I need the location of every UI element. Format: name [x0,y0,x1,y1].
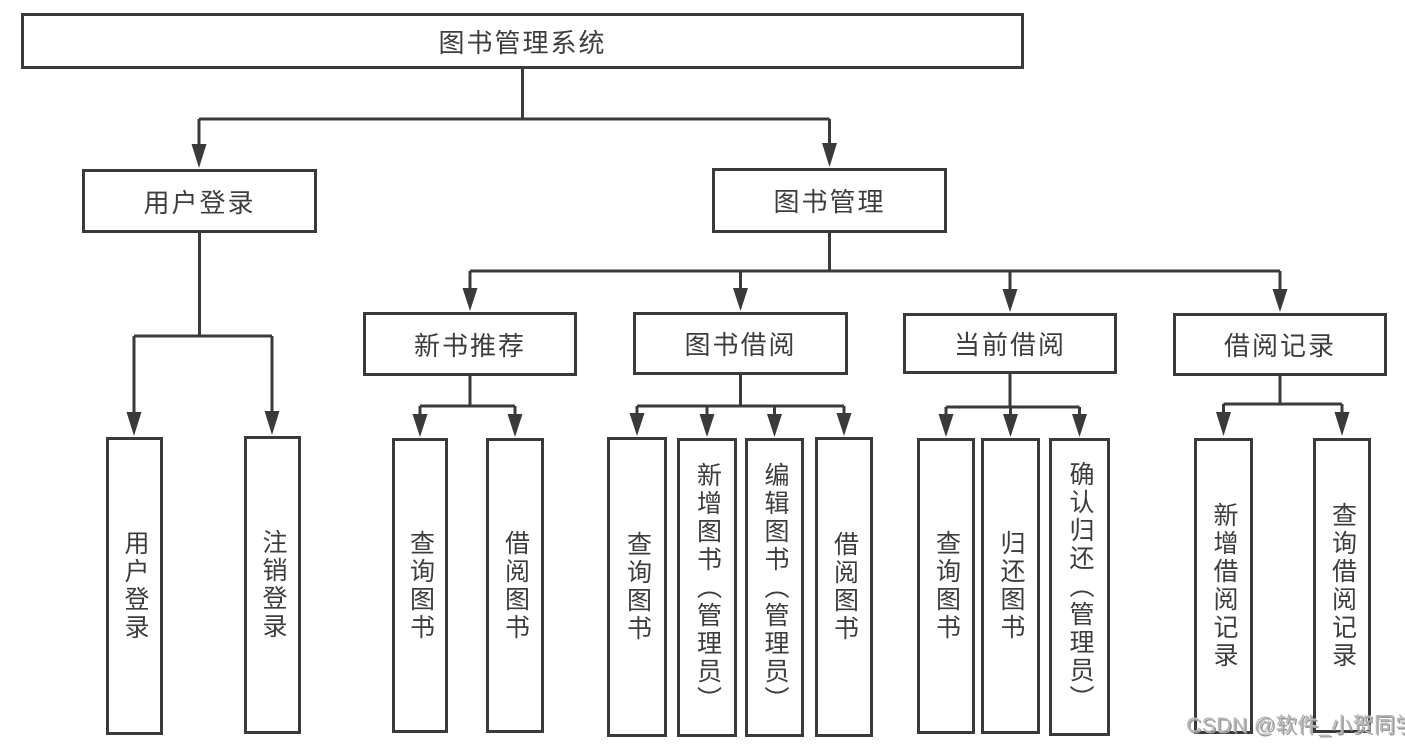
arrow-down-icon [822,143,837,167]
leaf-add-borrow-record: 新增借阅记录 [1194,438,1253,734]
leaf-return-books: 归还图书 [981,438,1040,734]
node-book-management: 图书管理 [712,168,947,233]
connector-bookmgmt-to-level3 [462,233,1288,312]
arrow-down-icon [462,288,478,311]
arrow-down-icon [1334,412,1350,436]
arrow-down-icon [191,144,207,168]
arrow-down-icon [1002,289,1018,312]
arrow-down-icon [767,414,782,437]
arrow-down-icon [938,414,954,437]
arrow-down-icon [126,412,142,436]
connector-newbook-to-leaves [412,376,523,437]
leaf-borrow-books: 借阅图书 [486,438,544,733]
arrow-down-icon [264,411,280,435]
arrow-down-icon [412,414,428,437]
arrow-down-icon [836,413,852,436]
leaf-confirm-return-admin: 确认归还（管理员） [1049,438,1110,736]
leaf-user-login: 用户登录 [106,437,163,735]
arrow-down-icon [699,414,715,437]
connector-borrowrec-to-leaves [1216,376,1350,436]
leaf-borrow-books: 借阅图书 [815,437,873,737]
leaf-query-books: 查询图书 [917,438,975,734]
leaf-query-borrow-record: 查询借阅记录 [1313,438,1371,733]
leaf-add-books-admin: 新增图书（管理员） [677,438,737,737]
arrow-down-icon [1072,414,1087,437]
arrow-down-icon [733,288,748,311]
node-current-borrowing: 当前借阅 [903,313,1117,374]
arrow-down-icon [1003,414,1018,437]
arrow-down-icon [1272,289,1288,312]
arrow-down-icon [629,413,645,436]
leaf-query-books: 查询图书 [607,437,667,737]
node-library-management-system: 图书管理系统 [21,13,1024,69]
csdn-watermark: CSDN @软件_小贺同学 [1186,714,1405,737]
node-user-login: 用户登录 [82,169,317,233]
arrow-down-icon [1216,412,1231,436]
connector-root-to-level2 [191,68,837,168]
node-new-book-recommendation: 新书推荐 [363,312,577,376]
connector-bookborrow-to-leaves [629,375,852,437]
connector-curborrow-to-leaves [938,374,1087,437]
arrow-down-icon [507,414,523,437]
node-book-borrowing: 图书借阅 [633,312,848,375]
leaf-edit-books-admin: 编辑图书（管理员） [745,438,804,737]
leaf-logout: 注销登录 [244,436,301,734]
node-borrowing-records: 借阅记录 [1173,313,1387,376]
connector-userlogin-to-leaves [126,233,280,436]
leaf-query-books: 查询图书 [392,438,448,733]
